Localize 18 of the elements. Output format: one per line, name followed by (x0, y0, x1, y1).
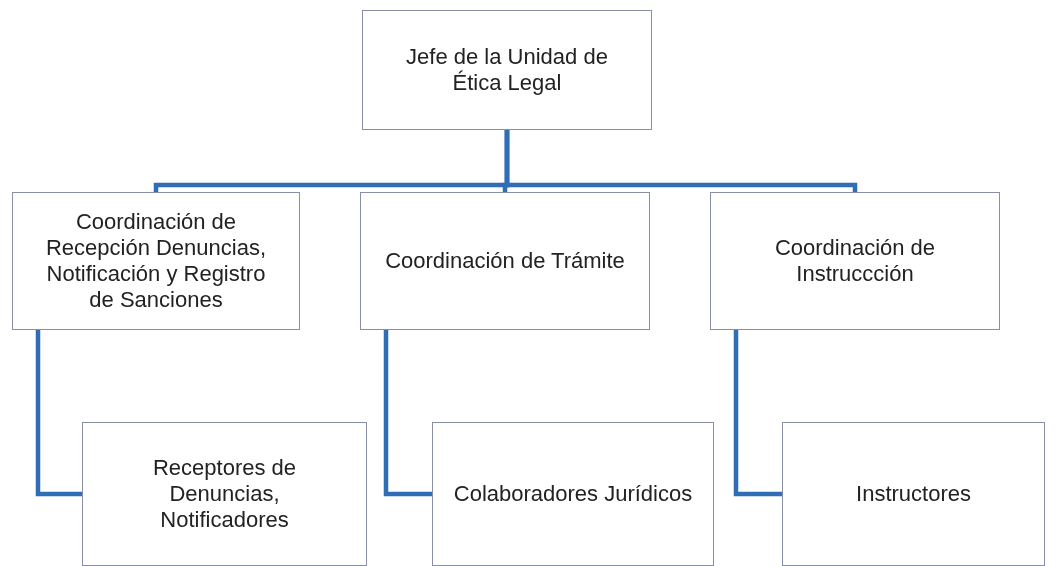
connector-line (383, 330, 432, 497)
org-box (432, 422, 714, 566)
connector-line (35, 330, 82, 497)
org-box (710, 192, 1000, 330)
connector-line (733, 330, 782, 497)
box-label: Instructores (856, 481, 971, 507)
box-label: Colaboradores Jurídicos (453, 481, 693, 507)
connector-line (504, 130, 858, 192)
org-box (12, 192, 300, 330)
org-box (360, 192, 650, 330)
box-label: Jefe de la Unidad de Ética Legal (405, 44, 609, 96)
box-label: Coordinación de Instruccción (773, 235, 937, 287)
org-box (82, 422, 367, 566)
org-box (362, 10, 652, 130)
box-label: Coordinación de Trámite (385, 248, 625, 274)
box-label: Receptores de Denuncias, Notificadores (151, 455, 298, 533)
org-box (782, 422, 1045, 566)
box-label: Coordinación de Recepción Denuncias, Notificación y Registro de Sanciones (44, 209, 268, 313)
